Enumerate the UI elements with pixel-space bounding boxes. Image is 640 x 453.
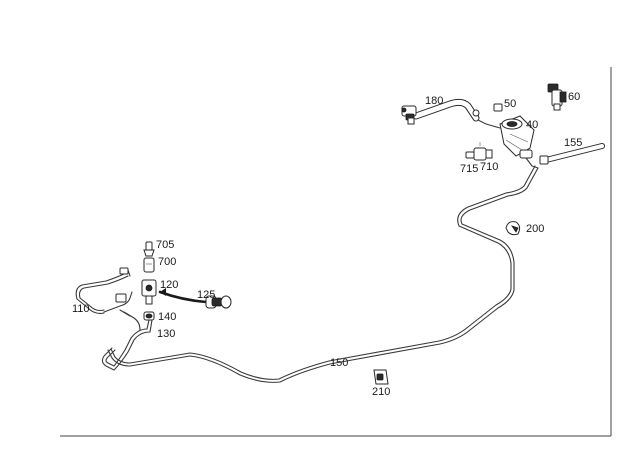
fuel-line-150 xyxy=(107,165,539,383)
part-700-sensor xyxy=(143,257,155,273)
connector-part-180-end xyxy=(401,105,417,125)
fuel-filter-40 xyxy=(499,115,539,169)
pipe-155 xyxy=(539,143,605,165)
callout-180: 180 xyxy=(425,95,443,107)
clip-210 xyxy=(373,369,389,385)
part-120-pump xyxy=(141,279,157,305)
callout-60: 60 xyxy=(568,91,580,103)
clip-110 xyxy=(115,267,129,303)
part-50-clip xyxy=(472,103,503,117)
callout-110: 110 xyxy=(72,303,90,315)
callout-130: 130 xyxy=(157,328,175,340)
callout-705: 705 xyxy=(156,239,174,251)
callout-710: 710 xyxy=(480,161,498,173)
clip-200 xyxy=(505,221,521,236)
fitting-710-715 xyxy=(465,142,493,161)
callout-150: 150 xyxy=(330,357,348,369)
callout-140: 140 xyxy=(158,311,176,323)
callout-40: 40 xyxy=(526,119,538,131)
callout-155: 155 xyxy=(564,137,582,149)
callout-200: 200 xyxy=(526,223,544,235)
fuel-line-130 xyxy=(101,309,153,371)
part-140 xyxy=(143,311,155,321)
callout-50: 50 xyxy=(504,98,516,110)
hose-180 xyxy=(412,98,501,129)
part-60-connector xyxy=(547,83,567,111)
callout-120: 120 xyxy=(160,279,178,291)
callout-210: 210 xyxy=(372,386,390,398)
callout-715: 715 xyxy=(460,163,478,175)
callout-125: 125 xyxy=(197,289,215,301)
part-705-valve xyxy=(143,241,155,257)
hose-125 xyxy=(158,288,232,309)
callout-700: 700 xyxy=(158,256,176,268)
